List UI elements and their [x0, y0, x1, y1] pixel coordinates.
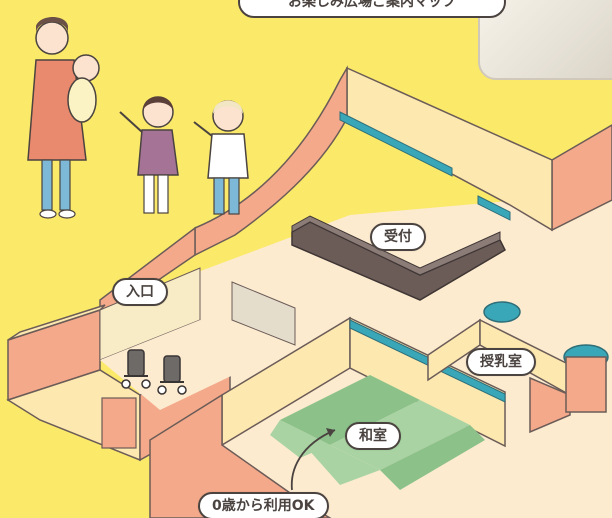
pointer-arrow-head	[326, 428, 335, 437]
nursing-pillar-body	[565, 356, 607, 413]
nursing-room-label: 授乳室	[466, 348, 536, 376]
family-illustration	[27, 17, 249, 219]
pointer-arrow	[290, 429, 336, 491]
glass-partition-2	[231, 281, 296, 346]
reception-label: 受付	[370, 223, 426, 251]
nursing-front-wall	[529, 376, 571, 434]
entrance-left-wall-top	[7, 304, 106, 341]
tatami-room-label: 和室	[345, 422, 401, 450]
entrance-label: 入口	[112, 278, 168, 306]
nursing-pillar-left	[483, 301, 521, 323]
window-strip-2	[477, 195, 511, 221]
age-note-label: 0歳から利用OK	[198, 492, 329, 518]
window-strip	[339, 111, 453, 177]
back-wall-top	[346, 66, 553, 232]
tatami-front-wall	[149, 393, 332, 518]
stroller-icon	[121, 349, 151, 389]
entrance-door	[101, 397, 137, 449]
reception-counter-top	[291, 215, 501, 276]
tatami-wall-back	[349, 316, 506, 448]
stroller-icon	[157, 355, 187, 395]
